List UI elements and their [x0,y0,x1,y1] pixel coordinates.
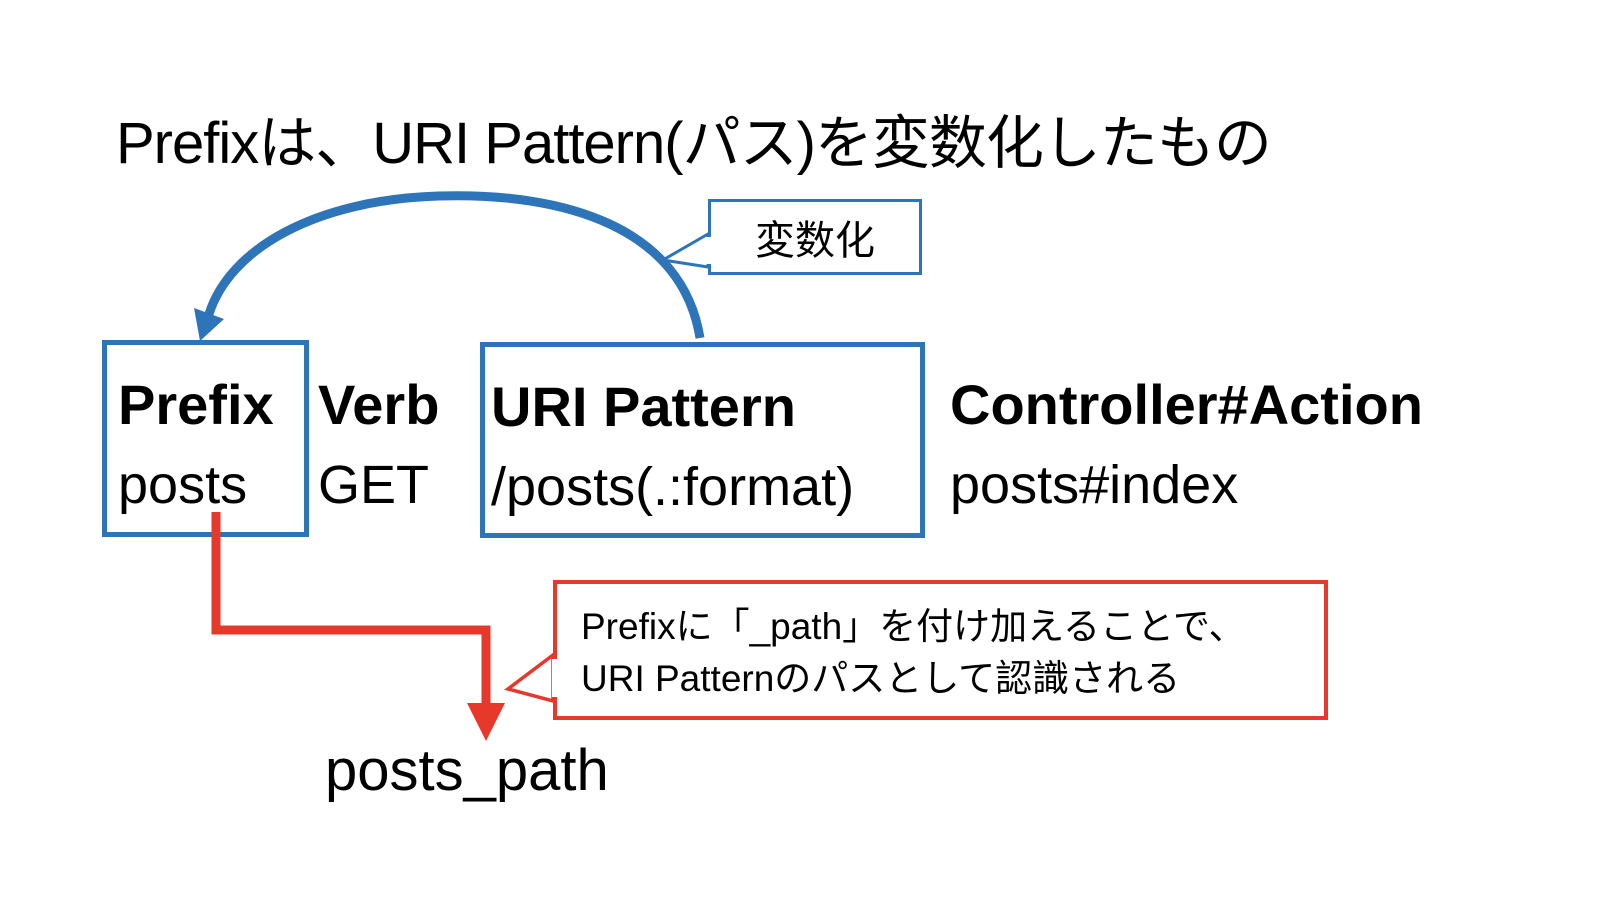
callout-path-pointer [504,651,555,704]
controller-action-header: Controller#Action [950,373,1423,436]
callout-path-line1: Prefixに「_path」を付け加えることで、 [581,606,1246,647]
verb-value: GET [318,455,430,515]
prefix-to-path-arrowhead [467,703,505,741]
uri-pattern-header: URI Pattern [491,375,796,438]
variable-arc-arrow [204,191,705,339]
page-title: Prefixは、URI Pattern(パス)を変数化したもの [116,111,1272,176]
prefix-value: posts [118,455,248,515]
controller-action-column: Controller#Action posts#index [950,340,1470,537]
prefix-box: Prefix posts [102,340,309,537]
verb-column: Verb GET [318,340,468,537]
verb-header: Verb [318,373,440,436]
callout-variable-pointer [658,231,710,269]
callout-variable-label: 変数化 [755,219,875,263]
callout-path-line2: URI Patternのパスとして認識される [581,658,1181,699]
variable-arc-arrowhead [194,308,224,341]
posts-path-label: posts_path [325,738,609,803]
callout-variable-box: 変数化 [708,199,922,275]
uri-pattern-value: /posts(.:format) [491,457,855,517]
callout-path-box: Prefixに「_path」を付け加えることで、 URI Patternのパスと… [553,580,1328,720]
uri-pattern-box: URI Pattern /posts(.:format) [480,342,925,538]
controller-action-value: posts#index [950,455,1239,515]
prefix-header: Prefix [118,373,274,436]
prefix-to-path-arrow [211,512,491,707]
